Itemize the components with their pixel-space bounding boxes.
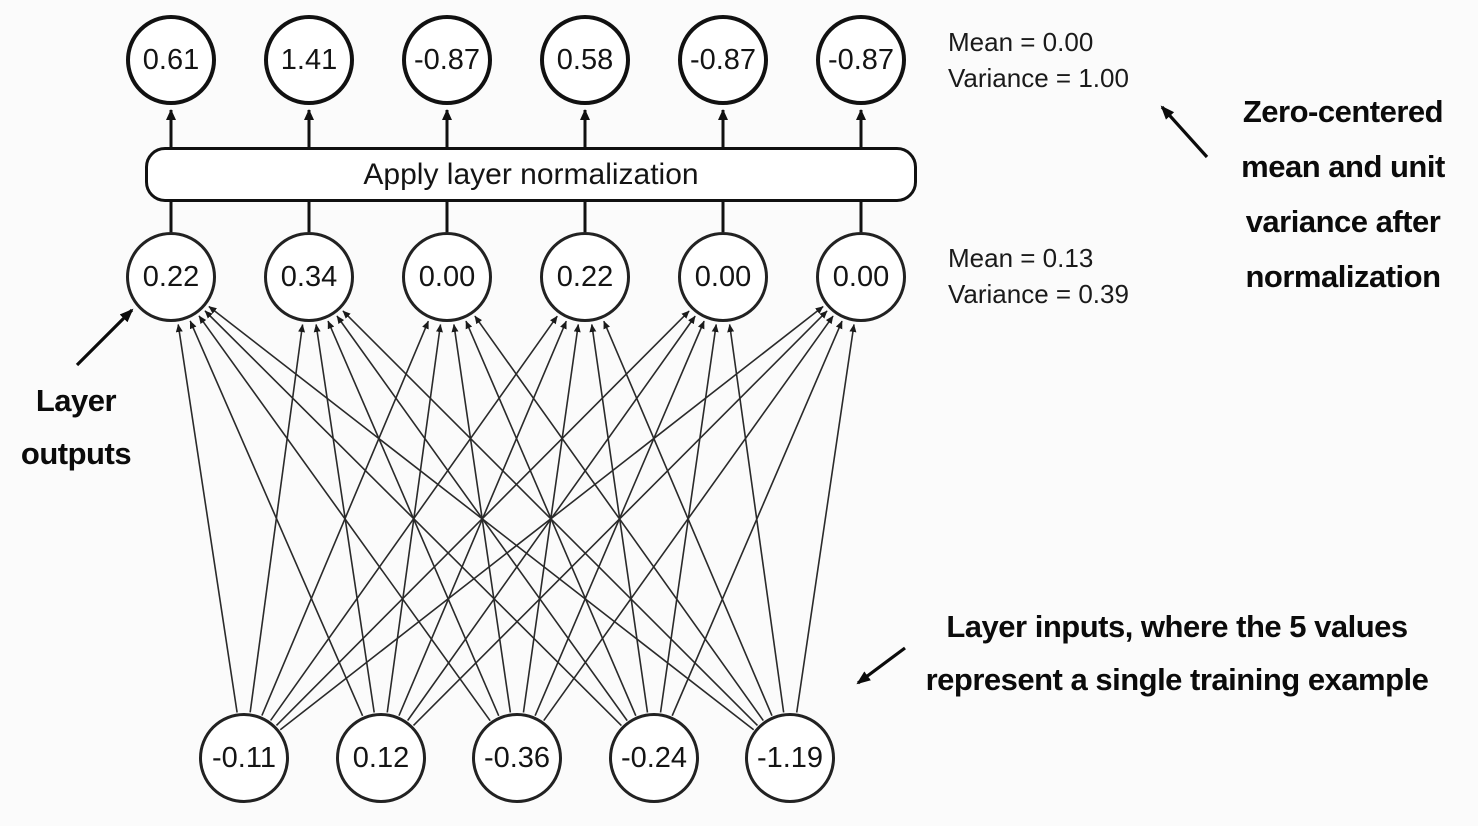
zero-centered-line3: variance after [1245,204,1441,239]
node-normalized-1: 0.61 [126,15,216,105]
node-normalized-2: 1.41 [264,15,354,105]
connector-line [727,324,785,713]
mean-after-label: Mean = 0.00 [948,27,1094,57]
node-normalized-5: -0.87 [678,15,768,105]
connector-line [175,323,238,713]
node-output-2: 0.34 [264,232,354,322]
node-output-5: 0.00 [678,232,768,322]
node-output-4: 0.22 [540,232,630,322]
box-to-top-arrows [166,109,866,147]
zero-centered-callout: Zero-centered mean and unit variance aft… [1222,84,1464,304]
annotation-arrows [75,105,1209,685]
layer-inputs-line2: represent a single training example [925,662,1429,697]
zero-centered-line2: mean and unit [1241,149,1445,184]
box-to-middle-connectors [169,202,863,232]
apply-layer-normalization-box: Apply layer normalization [145,147,917,202]
node-normalized-3: -0.87 [402,15,492,105]
layer-inputs-callout: Layer inputs, where the 5 values represe… [892,600,1462,706]
variance-before-label: Variance = 0.39 [948,279,1129,309]
stats-before-normalization: Mean = 0.13 Variance = 0.39 [948,240,1129,312]
connector-line [603,320,773,716]
node-output-1: 0.22 [126,232,216,322]
node-input-3: -0.36 [472,713,562,803]
node-output-3: 0.00 [402,232,492,322]
zero-centered-line1: Zero-centered [1242,94,1444,129]
layer-outputs-callout: Layer outputs [6,374,146,480]
layer-outputs-line1: Layer [35,383,117,418]
node-input-5: -1.19 [745,713,835,803]
connector-line [474,315,764,722]
connector-line [198,315,491,722]
input-to-output-edges [175,305,857,731]
connector-line [1160,105,1209,159]
node-input-1: -0.11 [199,713,289,803]
connector-line [189,320,364,717]
connector-line [856,646,906,685]
connector-line [208,305,755,731]
zero-centered-line4: normalization [1245,259,1441,294]
mean-before-label: Mean = 0.13 [948,243,1094,273]
node-input-2: 0.12 [336,713,426,803]
variance-after-label: Variance = 1.00 [948,63,1129,93]
node-input-4: -0.24 [609,713,699,803]
layer-inputs-line1: Layer inputs, where the 5 values [946,609,1408,644]
layer-outputs-line2: outputs [20,436,132,471]
node-normalized-4: 0.58 [540,15,630,105]
connector-line [204,310,622,727]
connector-line [795,323,857,713]
node-output-6: 0.00 [816,232,906,322]
stats-after-normalization: Mean = 0.00 Variance = 1.00 [948,24,1129,96]
connector-line [342,310,759,727]
connector-line [75,308,134,367]
node-normalized-6: -0.87 [816,15,906,105]
